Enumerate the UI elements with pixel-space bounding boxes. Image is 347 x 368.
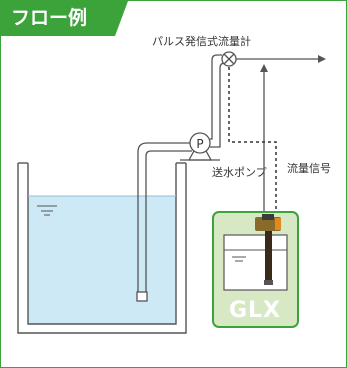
page-title: フロー例 bbox=[1, 1, 128, 36]
svg-text:P: P bbox=[196, 137, 203, 151]
water-tank bbox=[17, 162, 187, 334]
controller-level-icon bbox=[232, 256, 246, 262]
discharge-pipe bbox=[210, 54, 228, 148]
flowmeter-label: パルス発信式流量計 bbox=[152, 34, 251, 48]
controller-label: GLX bbox=[229, 298, 281, 323]
glx-controller: GLX bbox=[212, 211, 299, 328]
suction-pipe bbox=[136, 142, 192, 302]
sensor-icon bbox=[255, 214, 281, 285]
return-arrow bbox=[260, 64, 268, 212]
outlet-arrow bbox=[236, 55, 326, 63]
water-level-icon bbox=[37, 205, 57, 216]
pump-icon: P bbox=[180, 132, 220, 161]
pump-label: 送水ポンプ bbox=[212, 165, 267, 179]
tank-water bbox=[28, 196, 176, 324]
flowmeter-icon bbox=[221, 51, 237, 67]
signal-line bbox=[228, 67, 277, 212]
signal-label: 流量信号 bbox=[287, 161, 331, 175]
